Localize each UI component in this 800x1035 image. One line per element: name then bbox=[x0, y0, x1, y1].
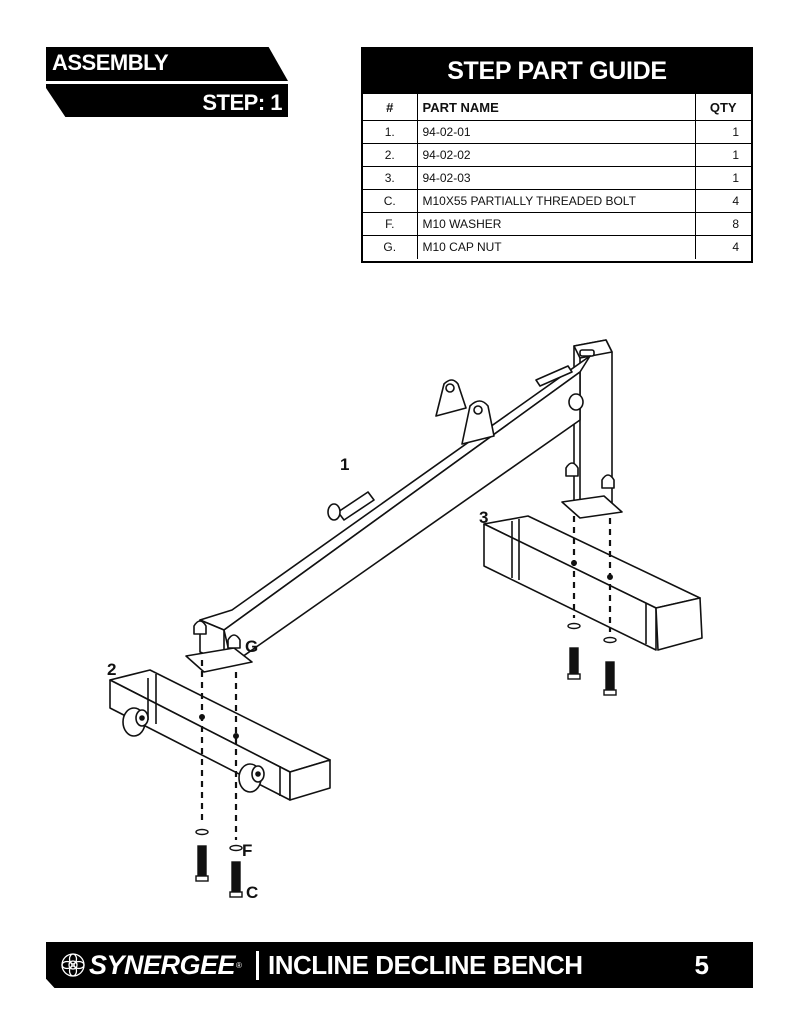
label-part-1: 1 bbox=[340, 455, 349, 474]
table-row: 1. 94-02-01 1 bbox=[363, 120, 751, 144]
part-qty: 1 bbox=[694, 143, 751, 167]
label-bolt: C bbox=[246, 883, 258, 902]
part-number: G. bbox=[363, 235, 418, 259]
main-frame bbox=[185, 339, 623, 673]
label-part-2: 2 bbox=[107, 660, 116, 679]
part-guide-title: STEP PART GUIDE bbox=[363, 49, 751, 93]
table-row: G. M10 CAP NUT 4 bbox=[363, 235, 751, 259]
rear-base-tube bbox=[483, 515, 703, 651]
part-number: 1. bbox=[363, 120, 418, 144]
part-name: M10X55 PARTIALLY THREADED BOLT bbox=[417, 189, 695, 213]
registered-mark: ® bbox=[236, 960, 242, 970]
front-wheel-right bbox=[238, 763, 265, 793]
product-name: INCLINE DECLINE BENCH bbox=[268, 950, 583, 980]
part-name: M10 CAP NUT bbox=[417, 235, 695, 259]
table-row: 2. 94-02-02 1 bbox=[363, 143, 751, 167]
parts-table-header: # PART NAME QTY bbox=[363, 93, 751, 121]
label-part-3: 3 bbox=[479, 508, 488, 527]
step-label: STEP: 1 bbox=[202, 90, 282, 115]
part-name: M10 WASHER bbox=[417, 212, 695, 236]
part-number: 3. bbox=[363, 166, 418, 190]
label-cap-nut: G bbox=[245, 637, 258, 656]
part-name: 94-02-03 bbox=[417, 166, 695, 190]
brand-name: SYNERGEE bbox=[89, 950, 236, 980]
parts-table: # PART NAME QTY 1. 94-02-01 1 2. 94-02-0… bbox=[363, 93, 751, 259]
page-number: 5 bbox=[694, 950, 709, 980]
brand-logo-icon bbox=[61, 953, 85, 977]
part-qty: 1 bbox=[694, 166, 751, 190]
assembly-divider bbox=[46, 84, 288, 88]
brand-logo-group: SYNERGEE® bbox=[60, 950, 242, 980]
part-number: C. bbox=[363, 189, 418, 213]
part-number: 2. bbox=[363, 143, 418, 167]
part-qty: 1 bbox=[694, 120, 751, 144]
assembly-diagram: 1 2 3 G F C bbox=[107, 339, 703, 902]
footer-bar: SYNERGEE® INCLINE DECLINE BENCH 5 bbox=[46, 942, 753, 988]
table-row: 3. 94-02-03 1 bbox=[363, 166, 751, 190]
label-washer: F bbox=[242, 841, 252, 860]
table-row: C. M10X55 PARTIALLY THREADED BOLT 4 bbox=[363, 189, 751, 213]
cap-nuts bbox=[193, 462, 615, 649]
assembly-title: ASSEMBLY bbox=[52, 50, 169, 75]
step-bar: STEP: 1 bbox=[46, 88, 288, 117]
part-name: 94-02-02 bbox=[417, 143, 695, 167]
front-wheel-left bbox=[122, 707, 149, 737]
step-part-guide: STEP PART GUIDE # PART NAME QTY 1. 94-02… bbox=[361, 47, 753, 263]
part-qty: 4 bbox=[694, 189, 751, 213]
column-header-part-name: PART NAME bbox=[417, 93, 695, 121]
column-header-number: # bbox=[363, 93, 418, 121]
table-row: F. M10 WASHER 8 bbox=[363, 212, 751, 236]
part-name: 94-02-01 bbox=[417, 120, 695, 144]
alignment-guides bbox=[200, 516, 612, 840]
footer-divider bbox=[256, 951, 259, 980]
assembly-title-bar: ASSEMBLY bbox=[46, 47, 288, 81]
fasteners bbox=[195, 622, 617, 898]
assembly-header: ASSEMBLY STEP: 1 bbox=[46, 47, 288, 117]
front-base-tube bbox=[109, 669, 331, 801]
part-qty: 4 bbox=[694, 235, 751, 259]
part-number: F. bbox=[363, 212, 418, 236]
column-header-qty: QTY bbox=[694, 93, 751, 121]
part-qty: 8 bbox=[694, 212, 751, 236]
